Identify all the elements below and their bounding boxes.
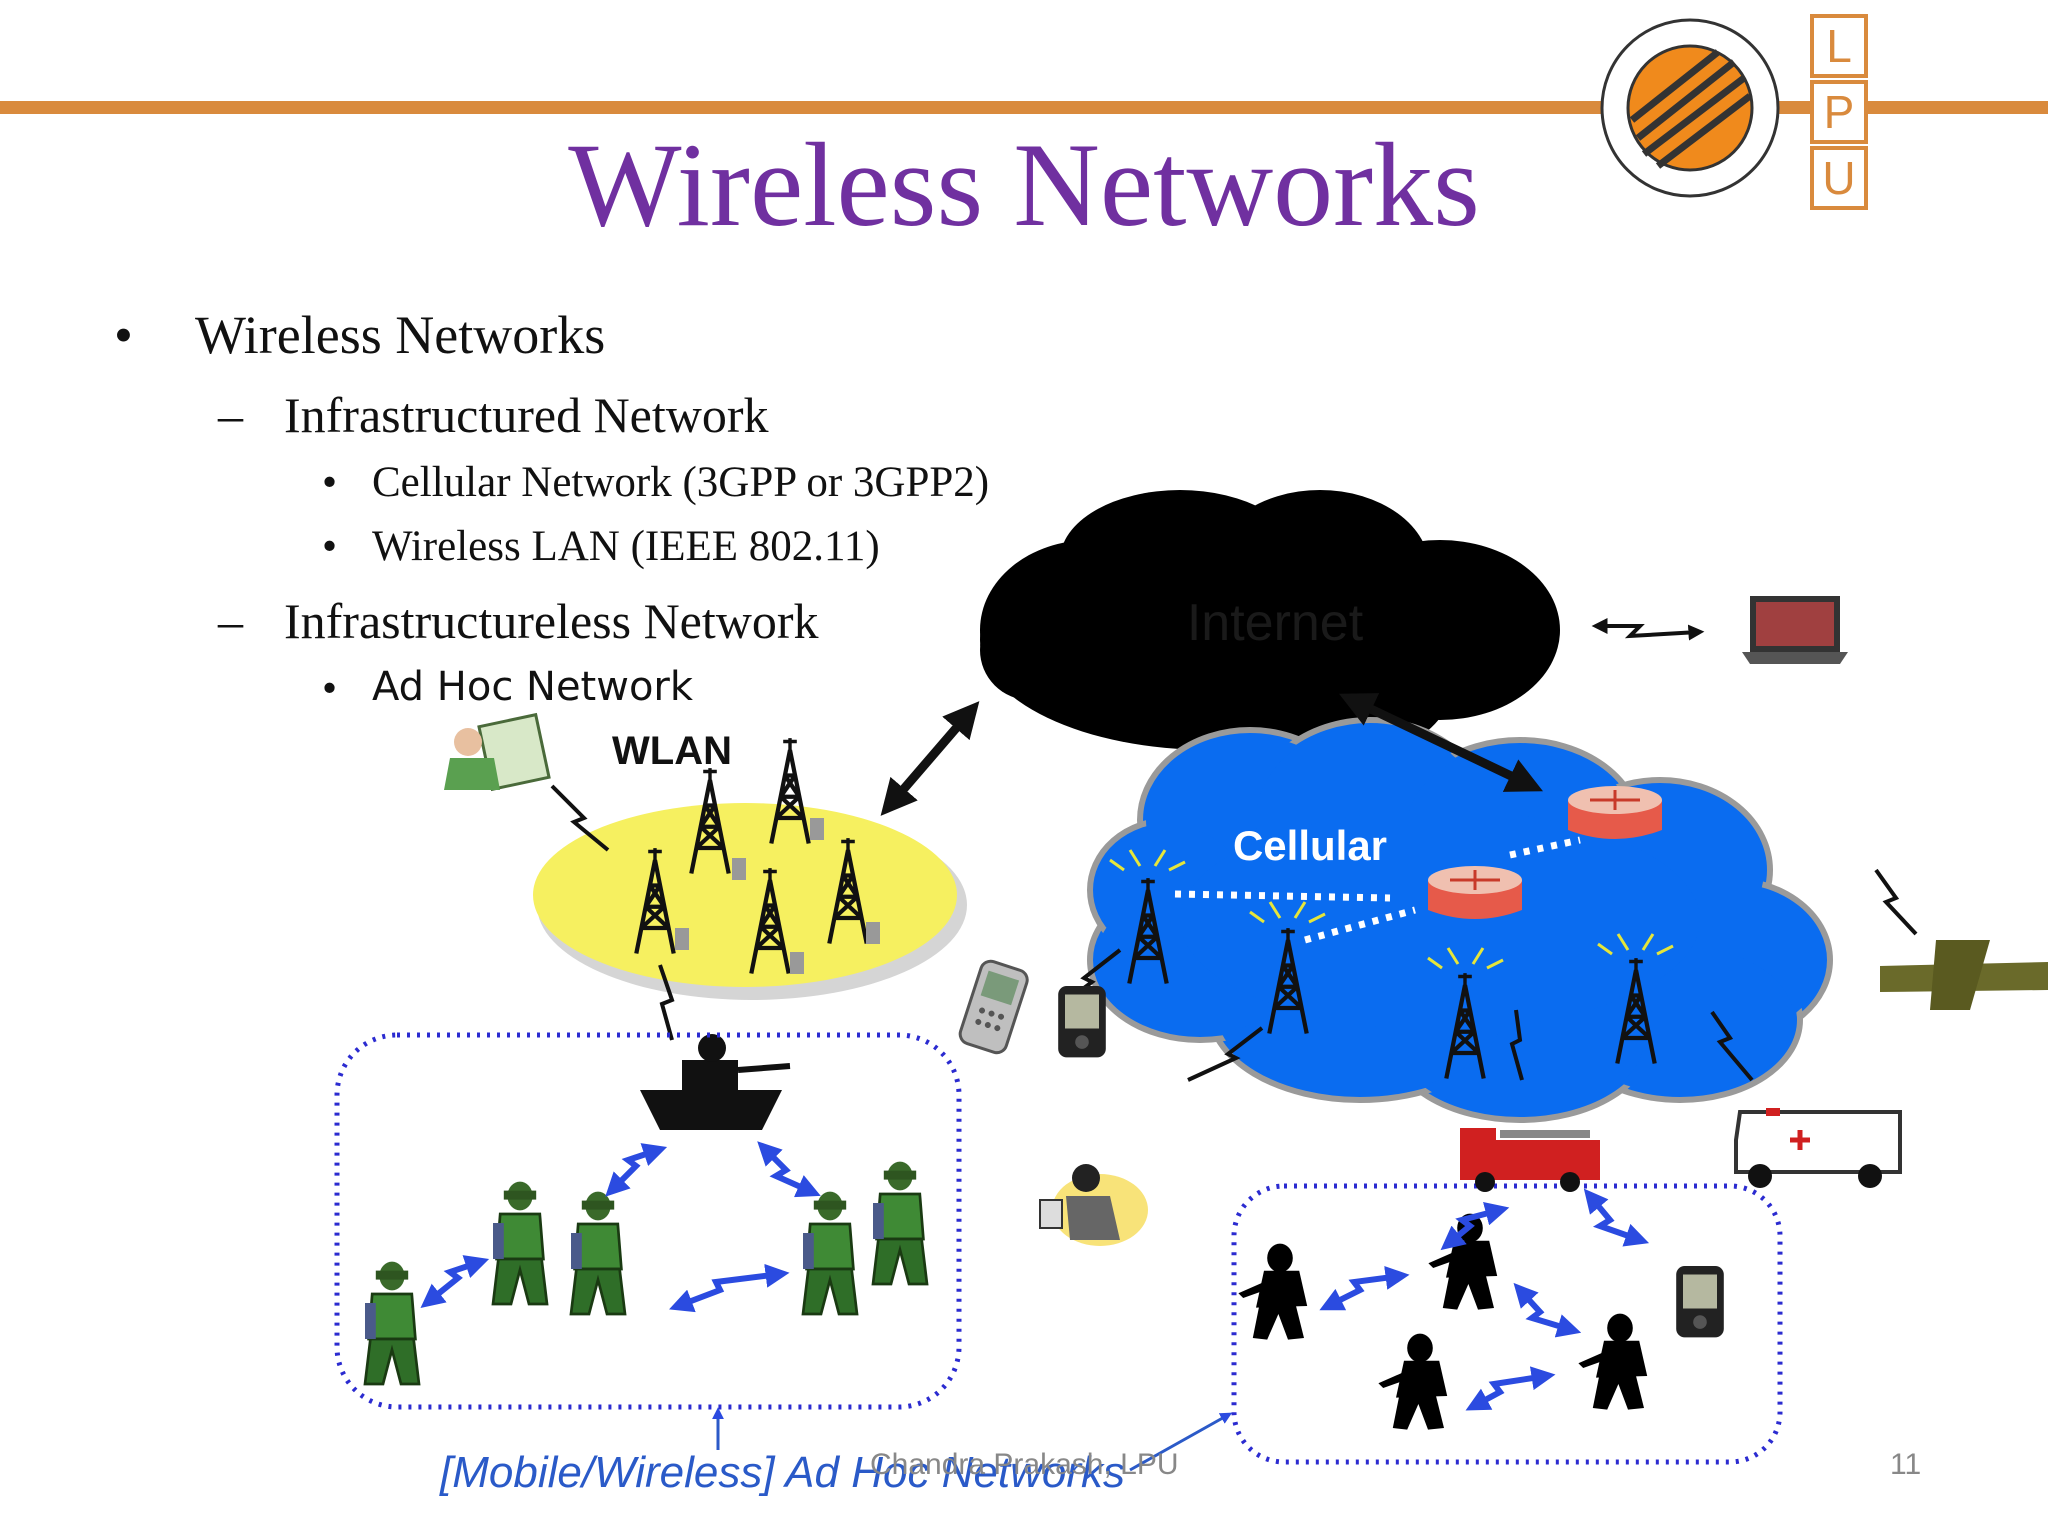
commander-icon <box>444 712 551 792</box>
cellular-label: Cellular <box>1233 822 1387 869</box>
logo-letter-p: P <box>1810 80 1868 144</box>
slide-title: Wireless Networks <box>568 118 1480 251</box>
bullet-ad-hoc: Ad Hoc Network <box>372 664 694 710</box>
pda-icon <box>1676 1266 1724 1338</box>
adhoc-region-right <box>1231 1183 1783 1465</box>
bullet-dot: • <box>322 665 338 712</box>
backbone-link <box>1174 836 1581 944</box>
rescuer-icon <box>1238 1213 1648 1430</box>
internet-cloud <box>980 490 1560 770</box>
firetruck-icon <box>1460 1128 1600 1192</box>
adhoc-region-left <box>334 1032 962 1410</box>
wlan-internet-link <box>880 701 980 816</box>
wlan-tower <box>636 738 880 974</box>
thief-icon <box>1039 1164 1148 1246</box>
bullet-wireless-lan: Wireless LAN (IEEE 802.11) <box>372 523 880 570</box>
footer-author: Chandra Prakash, LPU <box>870 1448 1179 1481</box>
adhoc-caption: [Mobile/Wireless] Ad Hoc Networks <box>440 1448 1126 1497</box>
cellphone-icon <box>958 959 1029 1055</box>
bullet-infrastructured: Infrastructured Network <box>284 387 769 443</box>
laptop-icon <box>1742 596 1848 664</box>
wlan-label: WLAN <box>612 729 732 773</box>
dash-mark: – <box>218 593 243 649</box>
ambulance-icon <box>1734 1108 1902 1188</box>
wlan-ellipse <box>533 803 957 987</box>
university-seal-icon <box>1600 18 1780 198</box>
bullet-dot: • <box>322 459 338 506</box>
bullet-wireless-networks: Wireless Networks <box>195 305 606 365</box>
router-icon <box>1428 786 1662 919</box>
bullet-dot: • <box>114 305 133 365</box>
bullet-cellular-network: Cellular Network (3GPP or 3GPP2) <box>372 459 990 506</box>
dash-mark: – <box>218 387 243 443</box>
logo-letter-u: U <box>1810 146 1868 210</box>
bullet-infrastructureless: Infrastructureless Network <box>284 593 819 649</box>
internet-cellular-link <box>1339 693 1543 792</box>
pda-icon <box>1058 986 1106 1058</box>
airplane-icon <box>1880 940 2048 1010</box>
internet-label: Internet <box>1187 594 1364 652</box>
logo-letter-l: L <box>1810 14 1868 78</box>
page-number: 11 <box>1890 1448 1922 1481</box>
bullet-dot: • <box>322 523 338 570</box>
header-bar <box>0 101 2048 114</box>
tank-icon <box>640 1034 791 1130</box>
